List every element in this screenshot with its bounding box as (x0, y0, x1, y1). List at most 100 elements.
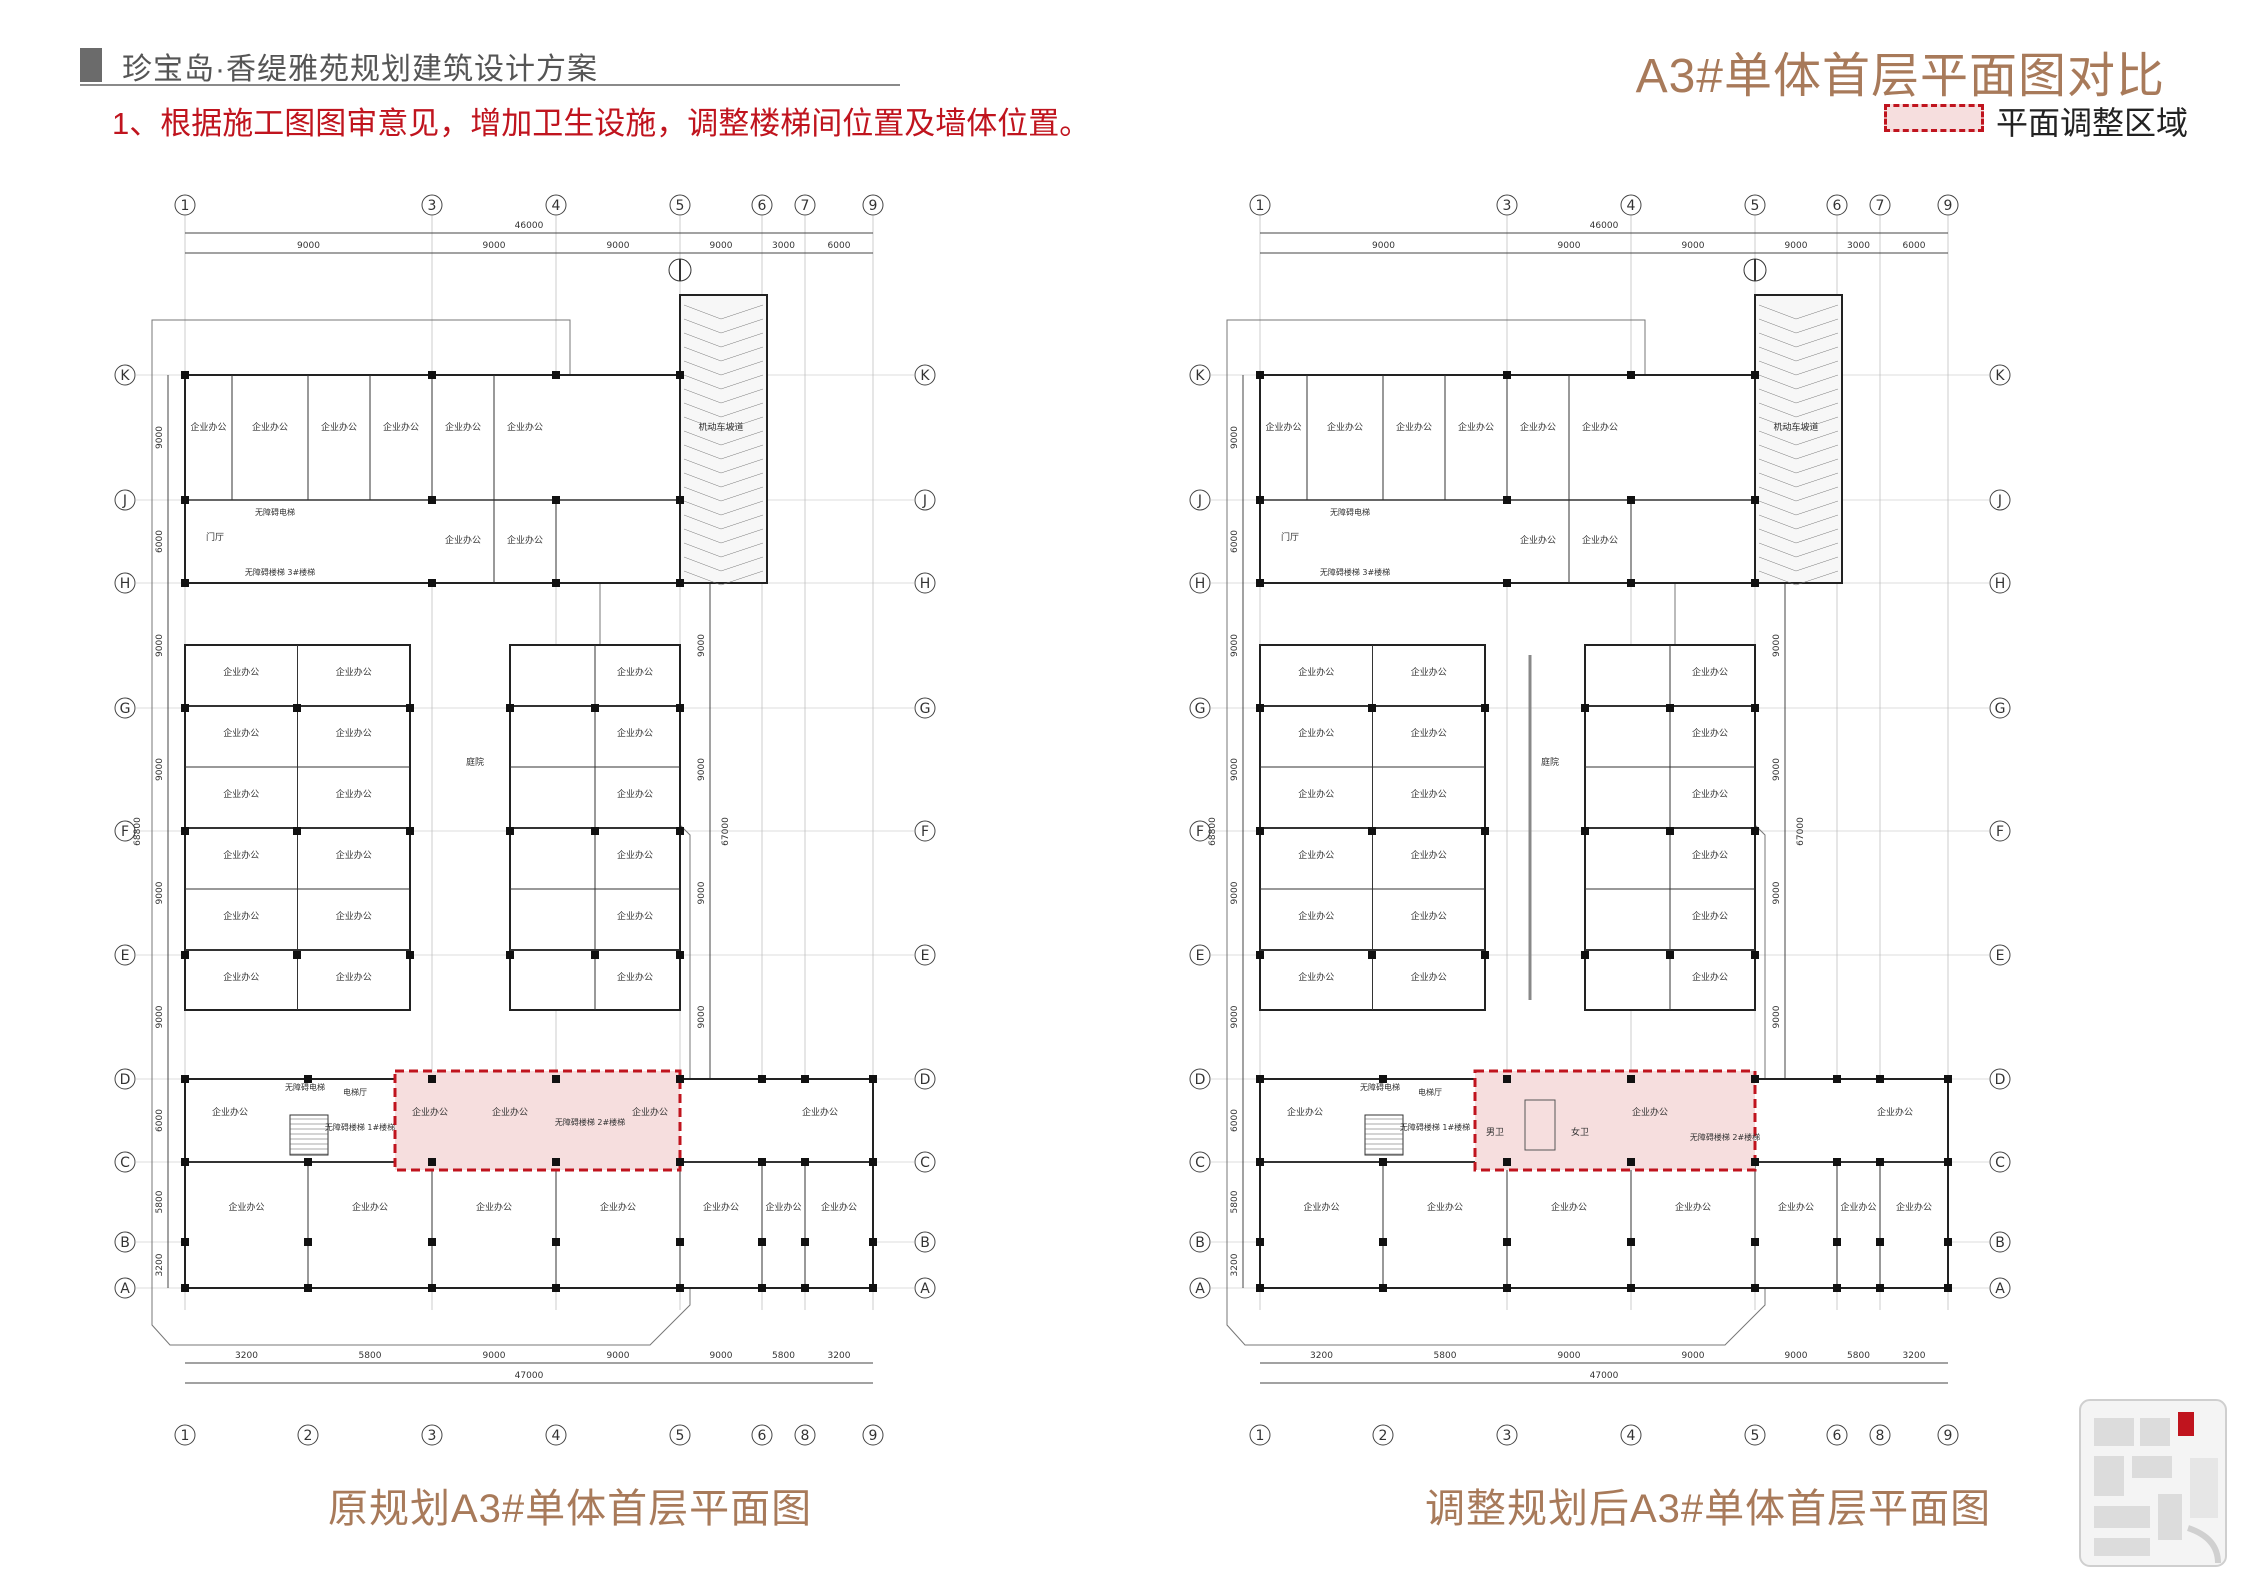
dim-left-span: 3200 (155, 1253, 165, 1276)
axis-right-E-label: E (1996, 948, 2005, 964)
axis-left-E-label: E (1196, 948, 1205, 964)
ramp-hatch (1795, 430, 1839, 446)
room-elevator: 无障碍电梯 (1330, 507, 1370, 517)
ramp-hatch (1758, 472, 1797, 488)
structural-column (293, 704, 301, 712)
axis-bottom-6-label: 6 (758, 1428, 767, 1444)
ramp-hatch (683, 542, 722, 558)
room-office: 企业办公 (1778, 1201, 1814, 1213)
ramp-hatch (683, 374, 722, 390)
structural-column (1256, 1158, 1264, 1166)
axis-right-K-label: K (1995, 368, 2005, 384)
dim-left-span: 6000 (1230, 530, 1240, 553)
structural-column (1751, 1075, 1759, 1083)
axis-right-J-label: J (922, 493, 927, 509)
room-office: 企业办公 (321, 421, 357, 433)
structural-column (1751, 951, 1759, 959)
dim-bottom-span: 9000 (710, 1351, 733, 1361)
structural-column (293, 951, 301, 959)
room-office: 企业办公 (1458, 421, 1494, 433)
room-elevator: 无障碍电梯 (285, 1082, 325, 1092)
axis-bottom-1 (174, 1424, 196, 1446)
structural-column (869, 1284, 877, 1292)
structural-column (181, 1075, 189, 1083)
ramp-hatch (720, 402, 764, 418)
structural-column (801, 1284, 809, 1292)
structural-column (758, 1238, 766, 1246)
axis-left-A-label: A (120, 1281, 130, 1297)
structural-column (1503, 1075, 1511, 1083)
axis-right-F-label: F (1996, 824, 2004, 840)
structural-column (869, 1238, 877, 1246)
structural-column (1944, 1158, 1952, 1166)
structural-column (181, 496, 189, 504)
structural-column (1627, 371, 1635, 379)
structural-column (676, 496, 684, 504)
axis-top-9-label: 9 (1944, 198, 1953, 214)
dim-bottom-span: 3200 (828, 1351, 851, 1361)
vehicle-ramp (679, 294, 768, 584)
room-office: 企业办公 (600, 1201, 636, 1213)
ramp-hatch (1795, 304, 1839, 320)
room-office: 企业办公 (223, 849, 259, 861)
structural-column (1751, 1238, 1759, 1246)
ramp-hatch (1795, 528, 1839, 544)
dim-top-span: 3000 (1847, 241, 1870, 251)
axis-bottom-2-label: 2 (1379, 1428, 1388, 1444)
ramp-hatch (683, 402, 722, 418)
axis-right-C-label: C (920, 1155, 930, 1171)
dim-bottom-span: 3200 (1310, 1351, 1333, 1361)
structural-column (304, 1075, 312, 1083)
structural-column (1481, 827, 1489, 835)
south-block (1259, 1078, 1949, 1289)
structural-column (1503, 1284, 1511, 1292)
room-office: 企业办公 (1427, 1201, 1463, 1213)
dim-top-span: 9000 (483, 241, 506, 251)
room-office: 企业办公 (1411, 727, 1447, 739)
axis-bottom-3 (421, 1424, 443, 1446)
room-office: 企业办公 (445, 421, 481, 433)
structural-column (1503, 1158, 1511, 1166)
structural-column (1751, 1158, 1759, 1166)
axis-bottom-8-label: 8 (801, 1428, 810, 1444)
structural-column (304, 1284, 312, 1292)
axis-right-G-label: G (920, 701, 931, 717)
structural-column (181, 951, 189, 959)
structural-column (552, 579, 560, 587)
ramp-hatch (1758, 318, 1797, 334)
axis-bottom-2-label: 2 (304, 1428, 313, 1444)
axis-left-F-label: F (121, 824, 129, 840)
site-key-map (2079, 1399, 2227, 1567)
ramp-hatch (720, 444, 764, 460)
ramp-hatch (1758, 500, 1797, 516)
structural-column (676, 371, 684, 379)
axis-top-4-label: 4 (552, 198, 561, 214)
structural-column (552, 1284, 560, 1292)
structural-column (181, 1238, 189, 1246)
wc-fixtures (1524, 1099, 1556, 1151)
structural-column (591, 704, 599, 712)
ramp-hatch (683, 388, 722, 404)
structural-column (1256, 1284, 1264, 1292)
ramp-hatch (1758, 570, 1797, 586)
structural-column (181, 827, 189, 835)
axis-bottom-3-label: 3 (428, 1428, 437, 1444)
structural-column (506, 704, 514, 712)
structural-column (181, 704, 189, 712)
axis-left-K-label: K (120, 368, 130, 384)
stair-1 (289, 1114, 329, 1156)
axis-left-C-label: C (1195, 1155, 1205, 1171)
dim-left-span: 9000 (155, 634, 165, 657)
structural-column (1833, 1238, 1841, 1246)
axis-right-J-label: J (1997, 493, 2002, 509)
axis-bottom-5 (1744, 1424, 1766, 1446)
ramp-hatch (1758, 416, 1797, 432)
ramp-hatch (683, 332, 722, 348)
structural-column (1256, 704, 1264, 712)
axis-bottom-9-label: 9 (869, 1428, 878, 1444)
ramp-hatch (1795, 318, 1839, 334)
axis-bottom-1-label: 1 (181, 1428, 190, 1444)
structural-column (1581, 827, 1589, 835)
room-office: 企业办公 (1582, 534, 1618, 546)
